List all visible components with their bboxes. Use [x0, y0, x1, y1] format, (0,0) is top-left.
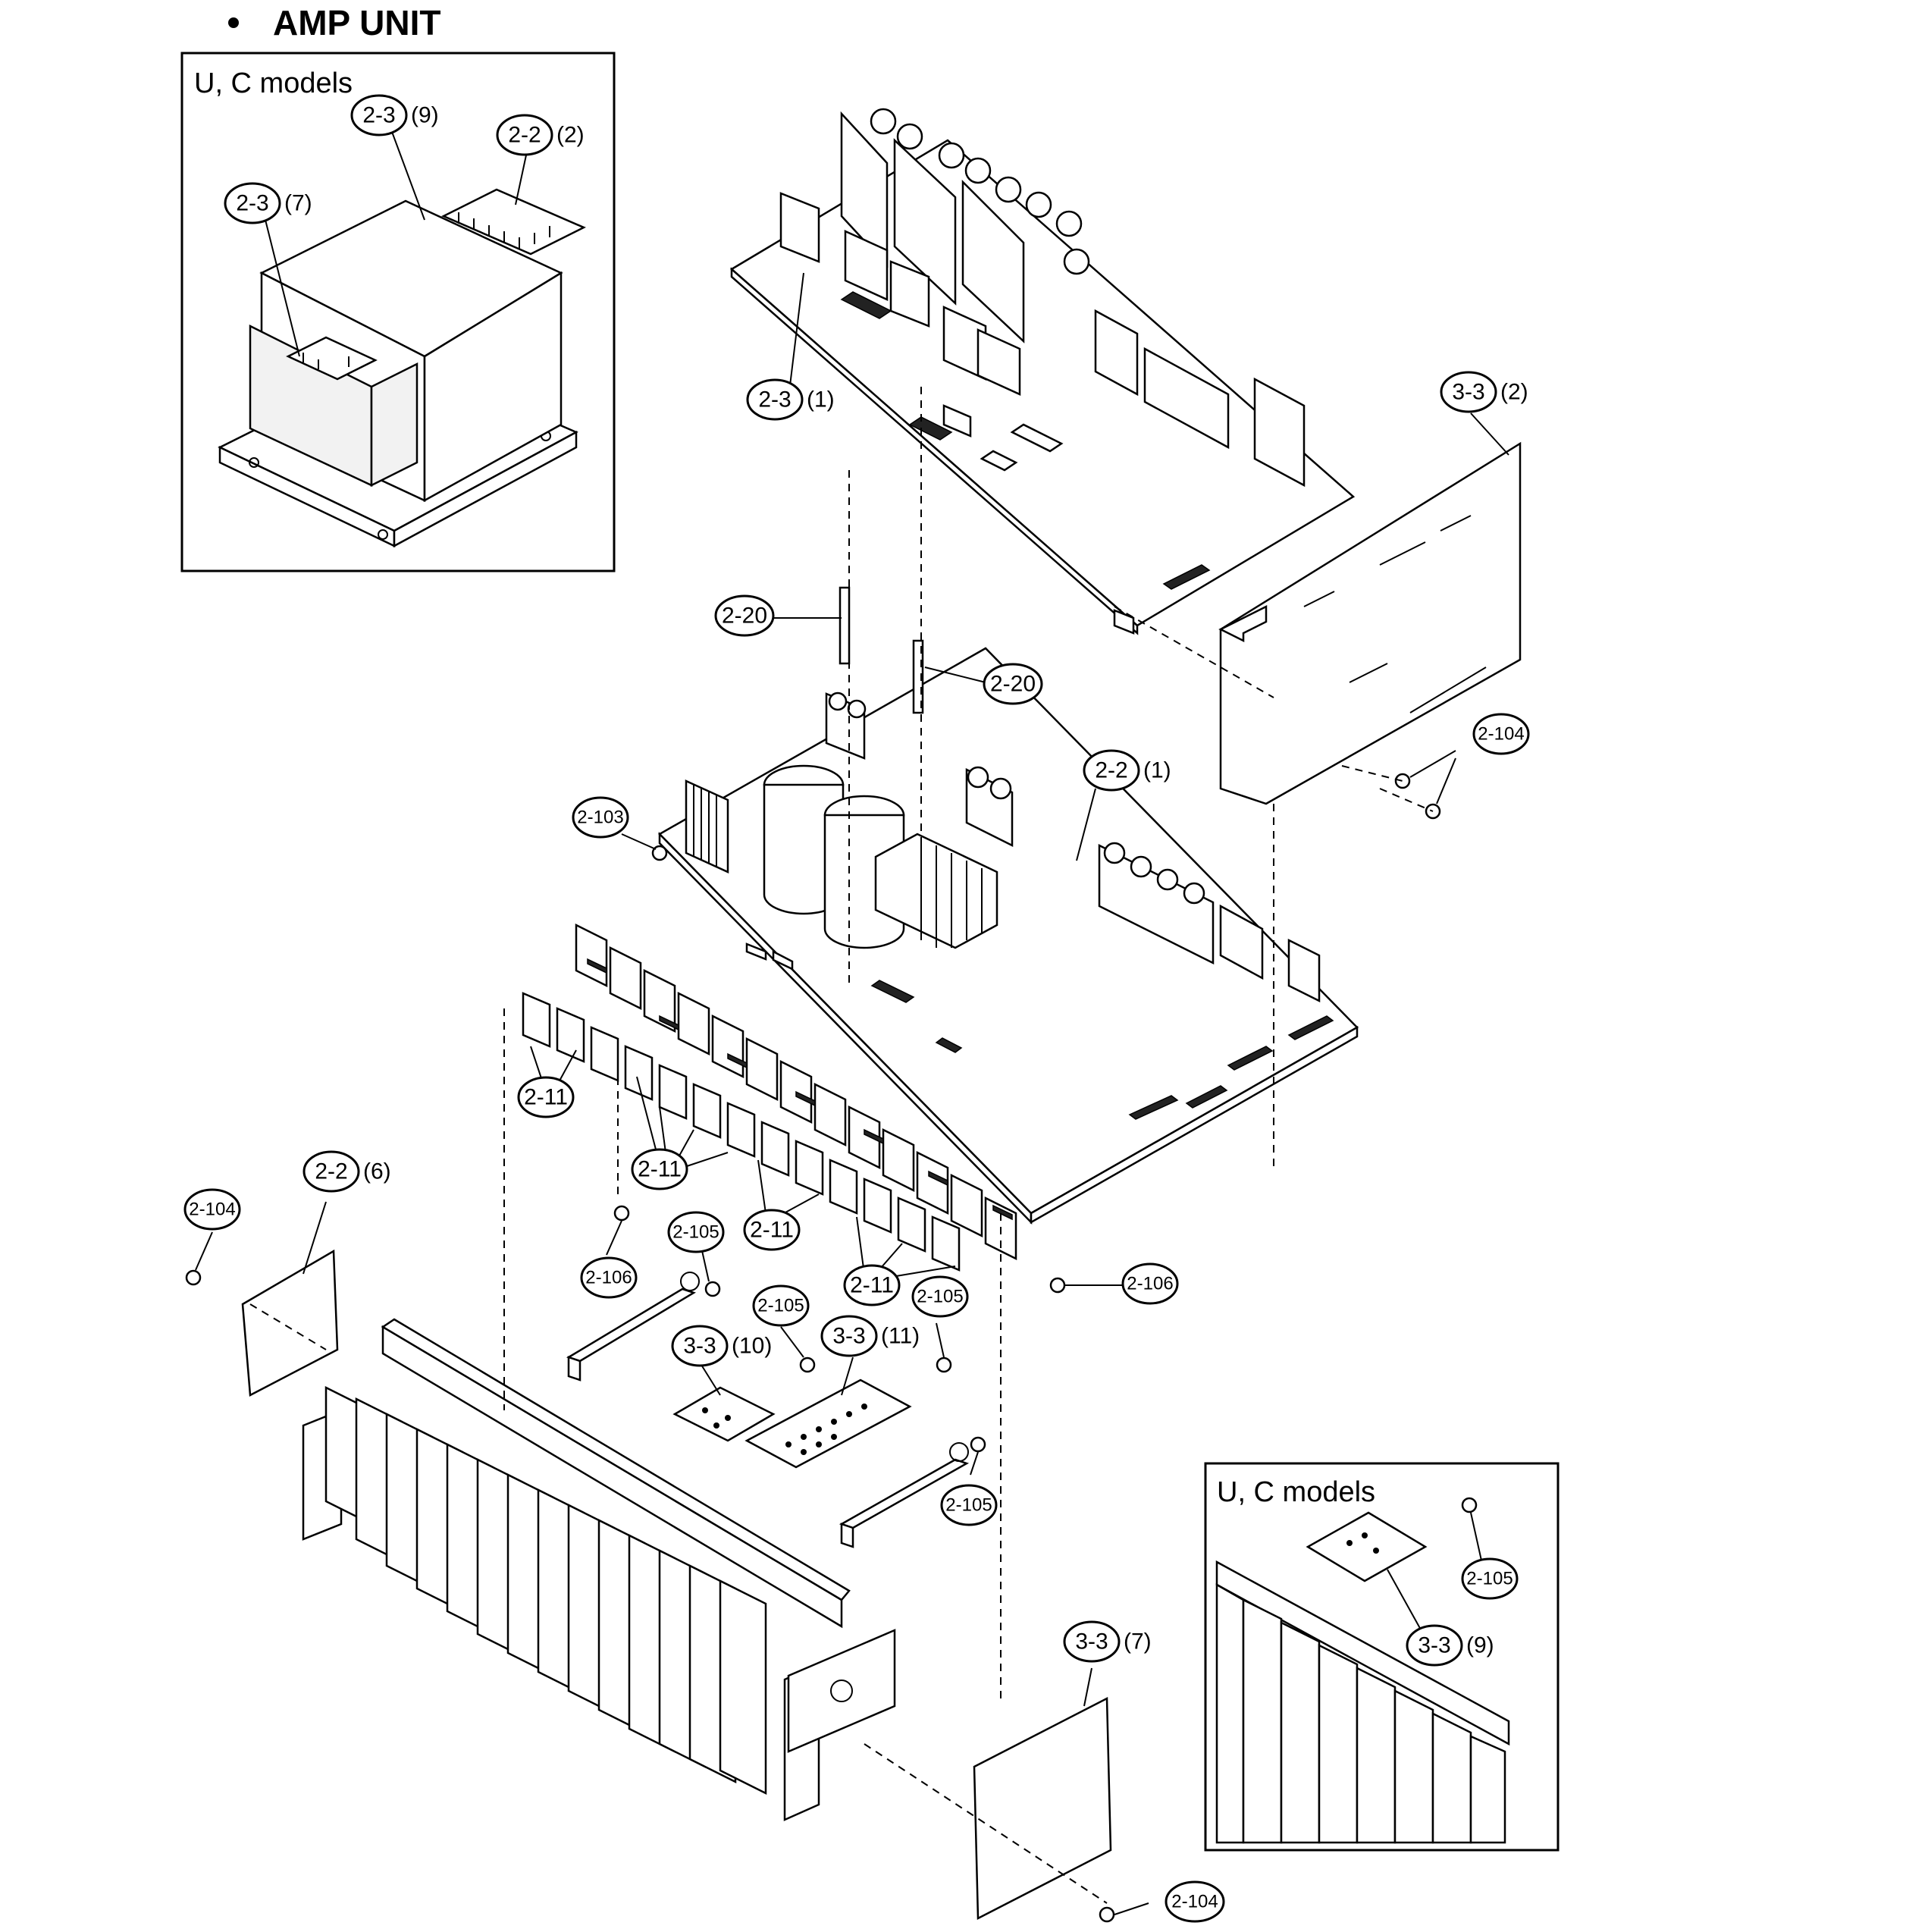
callout-2-11-d: 2-11	[843, 1264, 901, 1306]
svg-text:2-106: 2-106	[1127, 1274, 1173, 1294]
callout-2-105-b: 2-105	[752, 1284, 810, 1327]
svg-text:2-104: 2-104	[1478, 724, 1524, 745]
svg-text:2-104: 2-104	[1171, 1892, 1218, 1912]
svg-text:3-3: 3-3	[683, 1334, 716, 1359]
callout-3-3-2: 3-3 (2)	[1440, 371, 1528, 413]
svg-text:2-11: 2-11	[750, 1218, 794, 1243]
svg-text:(9): (9)	[1466, 1633, 1494, 1658]
svg-text:2-11: 2-11	[638, 1157, 682, 1182]
svg-text:2-2: 2-2	[1095, 758, 1127, 783]
svg-text:2-3: 2-3	[758, 387, 791, 412]
alignment-lines	[249, 387, 1434, 1904]
callout-2-105-a: 2-105	[667, 1211, 725, 1253]
callout-2-105-d: 2-105	[940, 1484, 998, 1526]
callout-2-11-a: 2-11	[517, 1076, 575, 1118]
heatsink-assembly	[302, 1318, 896, 1821]
svg-text:2-11: 2-11	[850, 1273, 894, 1298]
callout-bubbles: 2-3 (9) 2-2 (2) 2-3 (7) 2-3 (1) 3-3 (2)	[183, 94, 1530, 1923]
svg-text:2-104: 2-104	[189, 1200, 235, 1220]
svg-text:3-3: 3-3	[1075, 1629, 1108, 1654]
title-bullet	[228, 17, 239, 28]
svg-text:2-105: 2-105	[945, 1495, 992, 1516]
svg-text:2-20: 2-20	[722, 604, 767, 629]
inset-title-1: U, C models	[194, 67, 353, 99]
callout-2-104-c: 2-104	[1165, 1880, 1225, 1923]
upper-circuit-board	[729, 108, 1356, 635]
svg-text:2-3: 2-3	[236, 191, 268, 216]
callout-2-3-9: 2-3 (9)	[350, 94, 439, 136]
svg-text:2-3: 2-3	[362, 103, 395, 128]
callout-2-103: 2-103	[572, 796, 629, 839]
callout-2-11-c: 2-11	[743, 1209, 801, 1251]
svg-text:(2): (2)	[1500, 380, 1528, 405]
svg-text:2-105: 2-105	[917, 1287, 963, 1307]
callout-2-3-7: 2-3 (7)	[224, 182, 312, 224]
svg-text:2-105: 2-105	[1466, 1569, 1513, 1589]
plate-2-2-6	[241, 1249, 339, 1397]
inset-title-2: U, C models	[1217, 1476, 1375, 1508]
callout-2-104-a: 2-104	[1472, 713, 1530, 755]
svg-text:3-3: 3-3	[1452, 380, 1484, 405]
callout-2-2-6: 2-2 (6)	[303, 1150, 391, 1193]
page-title: AMP UNIT	[273, 3, 441, 42]
callout-3-3-7: 3-3 (7)	[1063, 1620, 1152, 1663]
svg-text:(11): (11)	[881, 1324, 920, 1349]
svg-text:2-103: 2-103	[577, 808, 623, 828]
callout-2-2-2: 2-2 (2)	[496, 114, 585, 156]
svg-text:3-3: 3-3	[832, 1324, 865, 1349]
svg-text:(1): (1)	[807, 387, 835, 412]
svg-text:(7): (7)	[1124, 1629, 1152, 1654]
inset-heatsink-detail: U, C models	[1204, 1462, 1560, 1852]
svg-text:2-106: 2-106	[585, 1268, 632, 1288]
callout-2-104-b: 2-104	[183, 1188, 241, 1231]
callout-2-106-b: 2-106	[1121, 1262, 1179, 1305]
svg-text:(6): (6)	[363, 1159, 391, 1184]
callout-2-105-e: 2-105	[1461, 1557, 1519, 1600]
plate-3-3-7	[973, 1696, 1112, 1921]
svg-text:3-3: 3-3	[1418, 1633, 1450, 1658]
callout-3-3-11: 3-3 (11)	[820, 1315, 920, 1357]
svg-text:2-11: 2-11	[524, 1085, 568, 1110]
main-circuit-board	[522, 647, 1359, 1272]
callout-2-20-b: 2-20	[983, 663, 1043, 705]
sub-board-3-3-2	[1218, 441, 1522, 805]
svg-text:2-105: 2-105	[757, 1296, 804, 1316]
callout-3-3-9: 3-3 (9)	[1406, 1624, 1494, 1667]
callout-2-11-b: 2-11	[631, 1148, 688, 1190]
callout-3-3-10: 3-3 (10)	[671, 1325, 772, 1367]
svg-text:2-2: 2-2	[315, 1159, 347, 1184]
callout-2-20-a: 2-20	[714, 594, 775, 637]
supports-2-20	[839, 586, 924, 714]
callout-2-106-a: 2-106	[580, 1256, 638, 1299]
callout-2-2-1: 2-2 (1)	[1083, 749, 1171, 792]
callout-2-105-c: 2-105	[911, 1275, 969, 1318]
inset-transformer: U, C models	[180, 52, 616, 572]
svg-text:(10): (10)	[732, 1334, 772, 1359]
svg-text:(7): (7)	[284, 191, 312, 216]
svg-text:(9): (9)	[411, 103, 439, 128]
mounting-brackets	[566, 1272, 970, 1548]
svg-text:2-2: 2-2	[508, 123, 541, 148]
svg-text:(2): (2)	[556, 123, 585, 148]
svg-text:(1): (1)	[1143, 758, 1171, 783]
callout-2-3-1: 2-3 (1)	[746, 378, 835, 421]
svg-text:2-105: 2-105	[672, 1222, 719, 1243]
svg-text:2-20: 2-20	[990, 672, 1036, 697]
